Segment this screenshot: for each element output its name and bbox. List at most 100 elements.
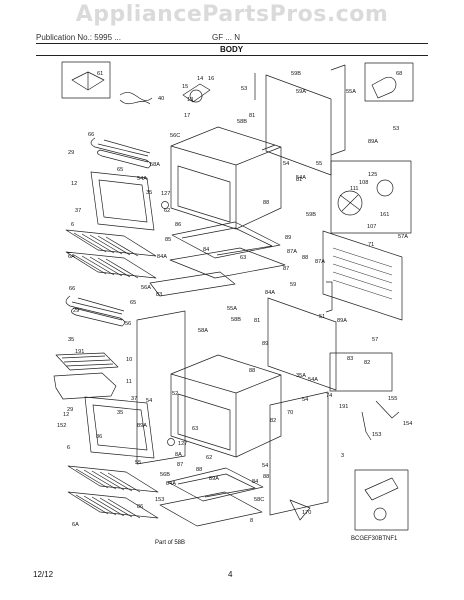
callout-label: 84A: [166, 481, 176, 487]
right-side-panel-3: [269, 391, 329, 516]
callout-label: 59A: [296, 89, 306, 95]
callout-label: 65: [117, 167, 124, 173]
callout-label: 58C: [254, 497, 265, 503]
callout-label: 54A: [308, 377, 318, 383]
callout-label: 86: [96, 434, 103, 440]
upper-back-panel: [265, 74, 332, 176]
fan-blades: [339, 194, 361, 212]
lower-cavity-opening: [177, 393, 231, 451]
callout-label: 153: [372, 432, 382, 438]
upper-oven-cavity: [170, 126, 282, 230]
upper-door-frame: [90, 171, 155, 231]
callout-label: 29: [67, 407, 74, 413]
callout-label: 58B: [231, 317, 241, 323]
callout-label: 56: [125, 321, 132, 327]
lower-oven-cavity: [170, 354, 282, 458]
footer-date: 12/12: [33, 570, 54, 579]
broil-pan-grid-10: [55, 352, 119, 371]
bracket-53: [254, 73, 276, 151]
callout-label: 54: [146, 398, 153, 404]
callout-label: 87A: [287, 249, 297, 255]
callout-label: 35: [117, 410, 124, 416]
clip-68: [371, 76, 397, 99]
callout-label: 191: [339, 404, 349, 410]
publication-number: Publication No.: 5995 ...: [36, 33, 121, 42]
callout-label: 12: [71, 181, 78, 187]
callout-label: 13: [187, 97, 194, 103]
lower-door-frame: [84, 396, 155, 459]
callout-label: 82: [270, 418, 277, 424]
flue-59: [325, 281, 333, 313]
callout-label: 88: [302, 255, 309, 261]
callout-label: 53: [393, 126, 400, 132]
callout-label: 154: [403, 421, 413, 427]
callout-label: 155: [388, 396, 398, 402]
element-coils-lower: [71, 297, 125, 315]
callout-label: 10: [126, 357, 133, 363]
callout-label: 161: [380, 212, 390, 218]
callout-label: 84A: [157, 254, 167, 260]
callout-label: 107: [367, 224, 377, 230]
callout-label: 68: [396, 71, 403, 77]
callout-label: 55: [135, 460, 142, 466]
callout-label: 35: [68, 337, 75, 343]
callout-label: 6A: [68, 254, 75, 260]
callout-label: 89: [262, 341, 269, 347]
rear-cover-vents: [332, 247, 393, 300]
callout-label: 29: [68, 150, 75, 156]
lower-element-coil: [177, 473, 256, 498]
callout-label: 88: [196, 467, 203, 473]
convection-fan: [337, 190, 363, 216]
callout-label: 81: [296, 177, 303, 183]
callout-label: 71: [368, 242, 375, 248]
detail-box-68: [364, 62, 414, 102]
title-rule: [36, 55, 428, 56]
callout-label: 84: [252, 479, 259, 485]
callout-label: 51: [319, 314, 326, 320]
callout-label: 86: [175, 222, 182, 228]
callout-label: 6: [67, 445, 71, 451]
callout-label: 74: [326, 393, 333, 399]
callout-label: 56A: [141, 285, 151, 291]
callout-label: 59: [290, 282, 297, 288]
callout-label: 70: [287, 410, 294, 416]
callout-label: 14: [197, 76, 204, 82]
callout-label: 12: [63, 412, 70, 418]
callout-label: 81: [254, 318, 261, 324]
callout-label: 108: [359, 180, 369, 186]
callout-label: 58B: [237, 119, 247, 125]
upper-cavity-opening: [177, 165, 231, 223]
callout-label: 3: [341, 453, 345, 459]
callout-label: 11: [126, 379, 132, 385]
callout-label: 170: [302, 510, 312, 516]
upper-flue-55a: [330, 64, 346, 156]
detail-box-61: [61, 61, 111, 99]
callout-label: 57A: [398, 234, 408, 240]
callout-label: 81: [249, 113, 256, 119]
callout-label: 6: [71, 222, 75, 228]
callout-label: 83: [347, 356, 354, 362]
callout-label: 63: [240, 255, 247, 261]
element-coils-upper: [97, 139, 151, 157]
callout-label: 56B: [160, 472, 170, 478]
callout-label: 125: [368, 172, 378, 178]
callout-label: 63: [192, 426, 199, 432]
callout-label: 62: [164, 208, 171, 214]
callout-label: 55: [316, 161, 323, 167]
detail-box-igniter: [354, 469, 409, 531]
callout-label: 127: [178, 441, 188, 447]
callout-label: 86: [137, 504, 144, 510]
lower-floor-58c: [159, 491, 263, 527]
page-number: 4: [228, 570, 233, 579]
callout-label: 6A: [72, 522, 79, 528]
left-side-panel-56: [136, 310, 186, 465]
callout-label: 52: [172, 391, 179, 397]
callout-label: 53: [241, 86, 248, 92]
diagram-code: BCGEF30BTNF1: [351, 536, 398, 542]
header-rule: [36, 43, 428, 44]
callout-label: 35: [146, 190, 153, 196]
callout-label: 59B: [306, 212, 316, 218]
callout-label: 40: [158, 96, 165, 102]
callout-label: 55A: [346, 89, 356, 95]
